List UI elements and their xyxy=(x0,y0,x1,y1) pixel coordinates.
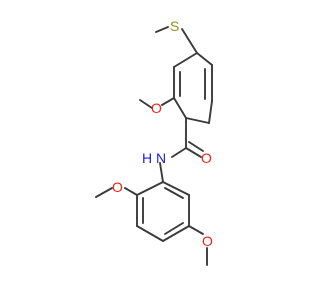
atom-h: H xyxy=(142,150,152,166)
bond-s-ring xyxy=(181,28,198,54)
bond-ring1-a xyxy=(173,52,198,68)
bond-methyl-s xyxy=(155,26,169,33)
structure-canvas: S O O N H O O xyxy=(95,18,213,266)
atom-o-methoxy-top: O xyxy=(151,100,162,116)
bond-ring1-g xyxy=(196,52,213,66)
bond-ring1-e xyxy=(208,100,213,124)
atom-o-carbonyl: O xyxy=(201,150,212,166)
bond-c-o-1 xyxy=(185,147,202,158)
bond-ring2-d xyxy=(162,225,190,242)
bond-c-n xyxy=(171,147,187,158)
bond-o-methyl-top xyxy=(139,99,153,109)
atom-o-bottom-ortho: O xyxy=(112,179,123,195)
bond-ring-o-top xyxy=(161,97,175,106)
bond-n-ring xyxy=(159,162,164,183)
bond-o-methyl-bottom-left xyxy=(95,187,113,198)
bond-ring-o-bottom-right xyxy=(188,225,204,235)
bond-ring2-double-2 xyxy=(164,222,184,235)
bond-ring1-d xyxy=(185,117,210,124)
bond-ring1-c xyxy=(173,97,187,119)
bond-ring2-f xyxy=(162,181,190,196)
bond-ring2-double-3 xyxy=(164,187,184,199)
bond-ring2-c xyxy=(136,225,164,242)
atom-n: N xyxy=(156,150,166,166)
bond-ring-o-bottom-left xyxy=(124,187,138,196)
bond-c-o-2 xyxy=(188,141,204,152)
atom-s: S xyxy=(170,18,179,34)
atom-o-bottom-meta: O xyxy=(202,233,213,249)
molecule-structure: S O O N H O O xyxy=(95,18,213,266)
bond-ring2-a xyxy=(136,181,164,196)
